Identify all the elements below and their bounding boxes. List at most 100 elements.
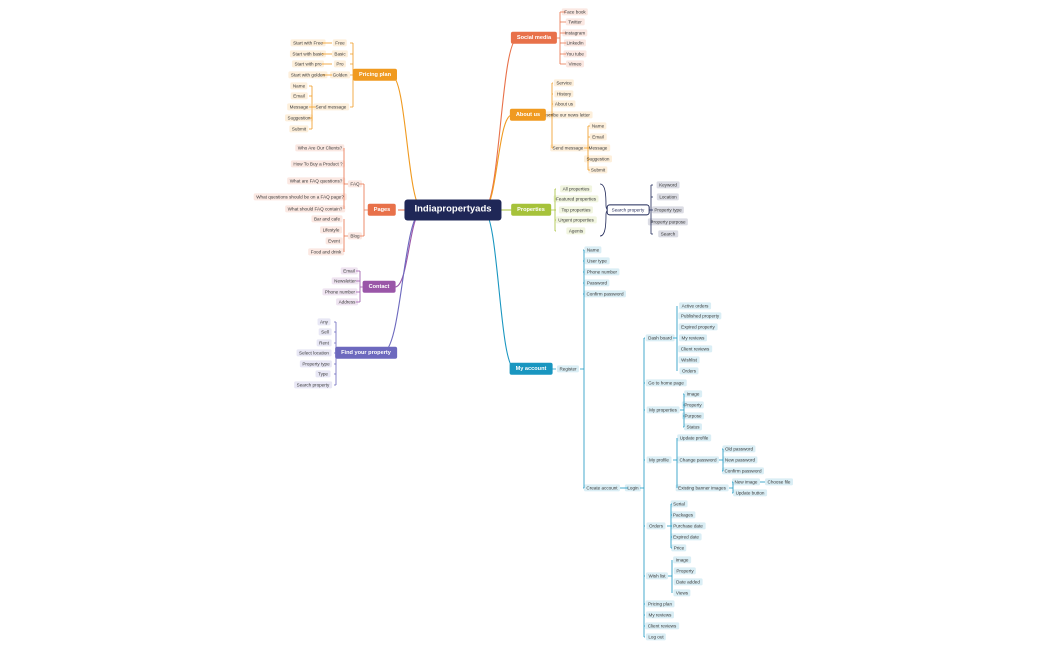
my-properties-status: Status xyxy=(683,423,703,431)
bracket-connector xyxy=(556,11,566,65)
properties-all-properties: All properties xyxy=(560,185,592,193)
plan-detail-free: Start with Free xyxy=(290,39,326,47)
find-rent: Rent xyxy=(316,339,332,347)
find-search-property: Search property xyxy=(294,381,332,389)
branch-social: Social media xyxy=(510,31,558,45)
register-phone-number: Phone number xyxy=(584,268,620,276)
bracket-connector xyxy=(668,560,673,593)
plan-detail-basic: Start with basic xyxy=(289,50,327,58)
contact-email: Email xyxy=(340,267,358,275)
plan-golden: Golden xyxy=(330,71,350,79)
wishlist-property: Property xyxy=(673,567,697,575)
register-user-type: User type xyxy=(584,257,610,265)
blog-bar-and-cafe: Bar and cafe xyxy=(311,215,343,223)
pages-blog: Blog xyxy=(347,232,363,240)
faq-who-are-our-clients: Who Are Our Clients? xyxy=(295,144,345,152)
orders-packages: Packages xyxy=(670,511,696,519)
password-confirm-password: Confirm password xyxy=(721,467,765,475)
pricing-send-message: Send message xyxy=(313,103,349,111)
bracket-connector xyxy=(356,270,364,303)
search-location: Location xyxy=(656,193,680,201)
blog-event: Event xyxy=(325,237,343,245)
orders-expired-date: Expired date xyxy=(670,533,702,541)
wishlist-image: Image xyxy=(673,556,691,564)
contact-newsletter: Newsletter xyxy=(331,277,359,285)
pricing-send-email: Email xyxy=(290,92,308,100)
about-send-name: Name xyxy=(589,122,607,130)
banner-new-image: New image xyxy=(732,478,760,486)
register-password: Password xyxy=(584,279,610,287)
branch-contact: Contact xyxy=(362,280,396,294)
about-about-us: About us xyxy=(552,100,576,108)
search-property-box: Search property xyxy=(606,204,650,216)
account-go-home: Go to home page xyxy=(645,379,687,387)
faq-what-should-faq-contain: What should FAQ contain? xyxy=(285,205,345,213)
faq-how-to-buy-a-product: How To Buy a Product ? xyxy=(290,160,346,168)
profile-update: Update profile xyxy=(677,434,711,442)
root-node: Indiapropertyads xyxy=(404,199,502,221)
bracket-connector xyxy=(680,393,685,428)
account-register: Register xyxy=(556,365,580,373)
dashboard-client-reviews: Client reviews xyxy=(678,345,712,353)
account-log-out: Log out xyxy=(645,633,667,641)
pricing-send-submit: Submit xyxy=(289,125,309,133)
password-old-password: Old password xyxy=(722,445,756,453)
blog-food-and-drink: Food and drink xyxy=(308,248,344,256)
account-my-profile: My profile xyxy=(646,456,672,464)
dashboard-active-orders: Active orders xyxy=(679,302,711,310)
dashboard-expired-property: Expired property xyxy=(678,323,718,331)
dashboard-orders: Orders xyxy=(679,367,699,375)
faq-what-questions-should-be-on-a-faq-page: What questions should be on a FAQ page? xyxy=(253,193,347,201)
profile-change-password: Change password xyxy=(676,456,720,464)
properties-agents: Agents xyxy=(566,227,586,235)
orders-serial: Serial xyxy=(670,500,688,508)
dashboard-my-reviews: My reviews xyxy=(679,334,707,342)
password-new-password: New password xyxy=(722,456,758,464)
social-face-book: Face book xyxy=(561,8,589,16)
about-send-message: Message xyxy=(586,144,610,152)
my-properties-purpose: Purpose xyxy=(681,412,705,420)
profile-existing-banner: Existing banner images xyxy=(675,484,729,492)
contact-address: Address xyxy=(336,298,358,306)
branch-pricing: Pricing plan xyxy=(352,68,398,82)
pricing-send-message: Message xyxy=(287,103,311,111)
branch-pages: Pages xyxy=(367,203,397,217)
my-properties-property: Property xyxy=(681,401,705,409)
pages-faq: FAQ xyxy=(347,180,363,188)
properties-top-properties: Top properties xyxy=(558,206,594,214)
orders-price: Price xyxy=(671,544,687,552)
bracket-connector xyxy=(673,438,678,488)
register-confirm-password: Confirm password xyxy=(583,290,627,298)
account-pricing-plan: Pricing plan xyxy=(645,600,675,608)
branch-account: My account xyxy=(509,362,553,376)
find-type: Type xyxy=(315,370,331,378)
my-properties-image: Image xyxy=(684,390,702,398)
about-subscribe-our-news-letter: Subscribe our news letter xyxy=(535,111,593,119)
bracket-connector xyxy=(343,219,348,252)
account-dashboard: Dash board xyxy=(645,334,675,342)
bracket-connector xyxy=(580,249,585,489)
dashboard-wishlist: Wishlist xyxy=(678,356,700,364)
properties-urgent-properties: Urgent properties xyxy=(555,216,597,224)
contact-phone-number: Phone number xyxy=(322,288,358,296)
bracket-connector xyxy=(551,188,556,232)
branch-about: About us xyxy=(509,108,547,122)
find-property-type: Property type xyxy=(299,360,333,368)
branch-properties: Properties xyxy=(511,203,551,217)
orders-purchase-date: Purchase date xyxy=(670,522,706,530)
blog-lifestyle: Lifestyle xyxy=(320,226,342,234)
account-my-properties: My properties xyxy=(646,406,680,414)
about-send-email: Email xyxy=(589,133,607,141)
bracket-connector xyxy=(667,503,672,549)
bracket-connector xyxy=(309,85,316,130)
bracket-connector xyxy=(584,125,590,171)
find-sell: Sell xyxy=(318,328,332,336)
account-wish-list: Wish list xyxy=(645,572,669,580)
account-my-reviews: My reviews xyxy=(646,611,674,619)
about-service: Service xyxy=(553,79,575,87)
bracket-connector xyxy=(640,337,645,638)
plan-detail-golden: Start with golden xyxy=(288,71,328,79)
wishlist-date-added: Date added xyxy=(673,578,703,586)
bracket-connector xyxy=(729,481,734,494)
bracket-connector xyxy=(343,148,348,209)
